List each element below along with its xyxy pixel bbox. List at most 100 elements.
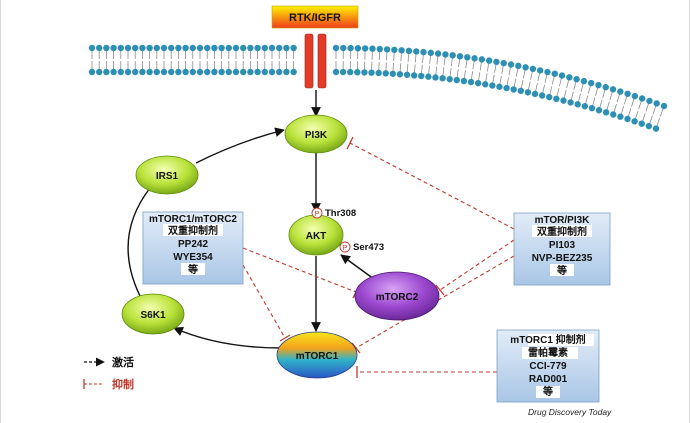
lipid-molecule [446,52,456,83]
lipid-tail [620,106,625,114]
lipid-molecule [240,44,247,76]
lipid-head [405,47,413,55]
lipid-molecule [425,49,435,80]
lipid-head [546,93,553,101]
lipid-molecule [403,47,413,78]
box-mtor-pi3k-highlight-2 [532,225,592,237]
lipid-tail [530,71,533,80]
lipid-molecule [132,44,139,76]
akt-label: AKT [306,231,327,242]
lipid-tail [549,86,553,95]
lipid-molecule [602,86,617,116]
pi3k-shape [284,114,348,154]
lipid-tail [485,73,488,82]
lipid-head [551,70,558,77]
lipid-tail [471,71,474,80]
lipid-molecule [503,61,515,92]
lipid-head [517,87,524,95]
lipid-head [442,51,449,58]
lipid-head [595,107,603,114]
lipid-molecule [110,44,117,76]
lipid-tail [456,69,459,78]
arrow-irs1-to-pi3k [195,127,285,164]
lipid-tail [521,80,524,89]
lipid-tail [635,110,639,119]
lipid-head [254,44,261,52]
lipid-molecule [460,54,471,85]
lipid-tail [616,94,620,103]
lipid-head [410,72,418,79]
lipid-head [160,68,168,76]
box-mtorc1-inhibitor: mTORC1 抑制剂 雷帕霉素 CCI-779 RAD001 等 [496,329,600,403]
lipid-molecule [482,57,493,88]
lipid-molecule [354,45,362,76]
lipid-molecule [410,48,420,79]
lipid-head [560,97,567,104]
lipid-head [139,68,146,76]
lipid-head [418,72,425,80]
lipid-head [332,44,340,52]
box-mtorc1-highlight-2 [522,347,578,359]
lipid-tail [659,108,664,117]
lipid-head [254,68,261,76]
lipid-head [553,95,560,103]
lipid-head [361,45,369,52]
lipid-tail [508,67,511,76]
lipid-molecule [496,59,507,90]
box-mtor-pi3k-line-2: 双重抑制剂 [537,225,587,238]
lipid-head [653,100,660,107]
irs1-label: IRS1 [156,171,179,182]
box-mtor-pi3k-line-1: mTOR/PI3K [535,215,591,226]
lipid-head [391,46,398,54]
lipid-head [283,68,290,76]
lipid-molecule [638,97,653,127]
lipid-tail [523,70,526,79]
lipid-head [347,44,354,52]
lipid-molecule [225,44,232,76]
lipid-tail [436,56,439,65]
lipid-head [218,68,225,76]
lipid-head [103,44,110,52]
lipid-molecule [247,44,254,76]
lipid-head [290,68,297,76]
tbar-mtorc1-left [279,334,291,342]
lipid-molecule [117,44,124,76]
lipid-molecule [531,67,544,98]
lipid-tail [393,52,395,61]
lipid-head [124,44,132,52]
box-mtor-pi3k-inhibitor: mTOR/PI3K 双重抑制剂 PI103 NVP-BEZ235 等 [513,212,611,286]
lipid-molecule [610,88,624,118]
lipid-head [536,67,544,74]
lipid-tail [563,89,567,98]
lipid-head [489,82,496,89]
lipid-head [574,101,581,108]
lipid-tail [515,68,519,77]
lipid-tail [535,83,538,92]
lipid-head [204,44,211,52]
lipid-molecule [211,44,218,76]
lipid-tail [472,61,475,70]
lipid-molecule [467,55,478,86]
lipid-head [558,72,566,79]
box-mtorc-dual-line-2: 双重抑制剂 [168,224,218,237]
lipid-molecule [553,72,566,103]
lipid-head [652,125,660,132]
box-mtorc1-highlight-5 [536,386,560,398]
lipid-head [139,44,146,52]
lipid-molecule [595,84,609,114]
lipid-tail [580,83,584,92]
lipid-head [382,70,389,77]
lipid-tail [551,76,555,85]
lipid-tail [537,73,540,82]
node-s6k1: S6K1 [121,293,185,335]
node-akt: AKT [288,214,344,256]
lipid-tail [435,66,438,75]
lipid-head [580,77,588,85]
lipid-molecule [375,45,383,77]
lipid-head [595,81,602,89]
lipid-head [645,122,653,130]
lipid-head [182,68,189,76]
lipid-tail [458,59,460,68]
lipid-tail [494,64,497,73]
lipid-molecule [560,74,573,104]
